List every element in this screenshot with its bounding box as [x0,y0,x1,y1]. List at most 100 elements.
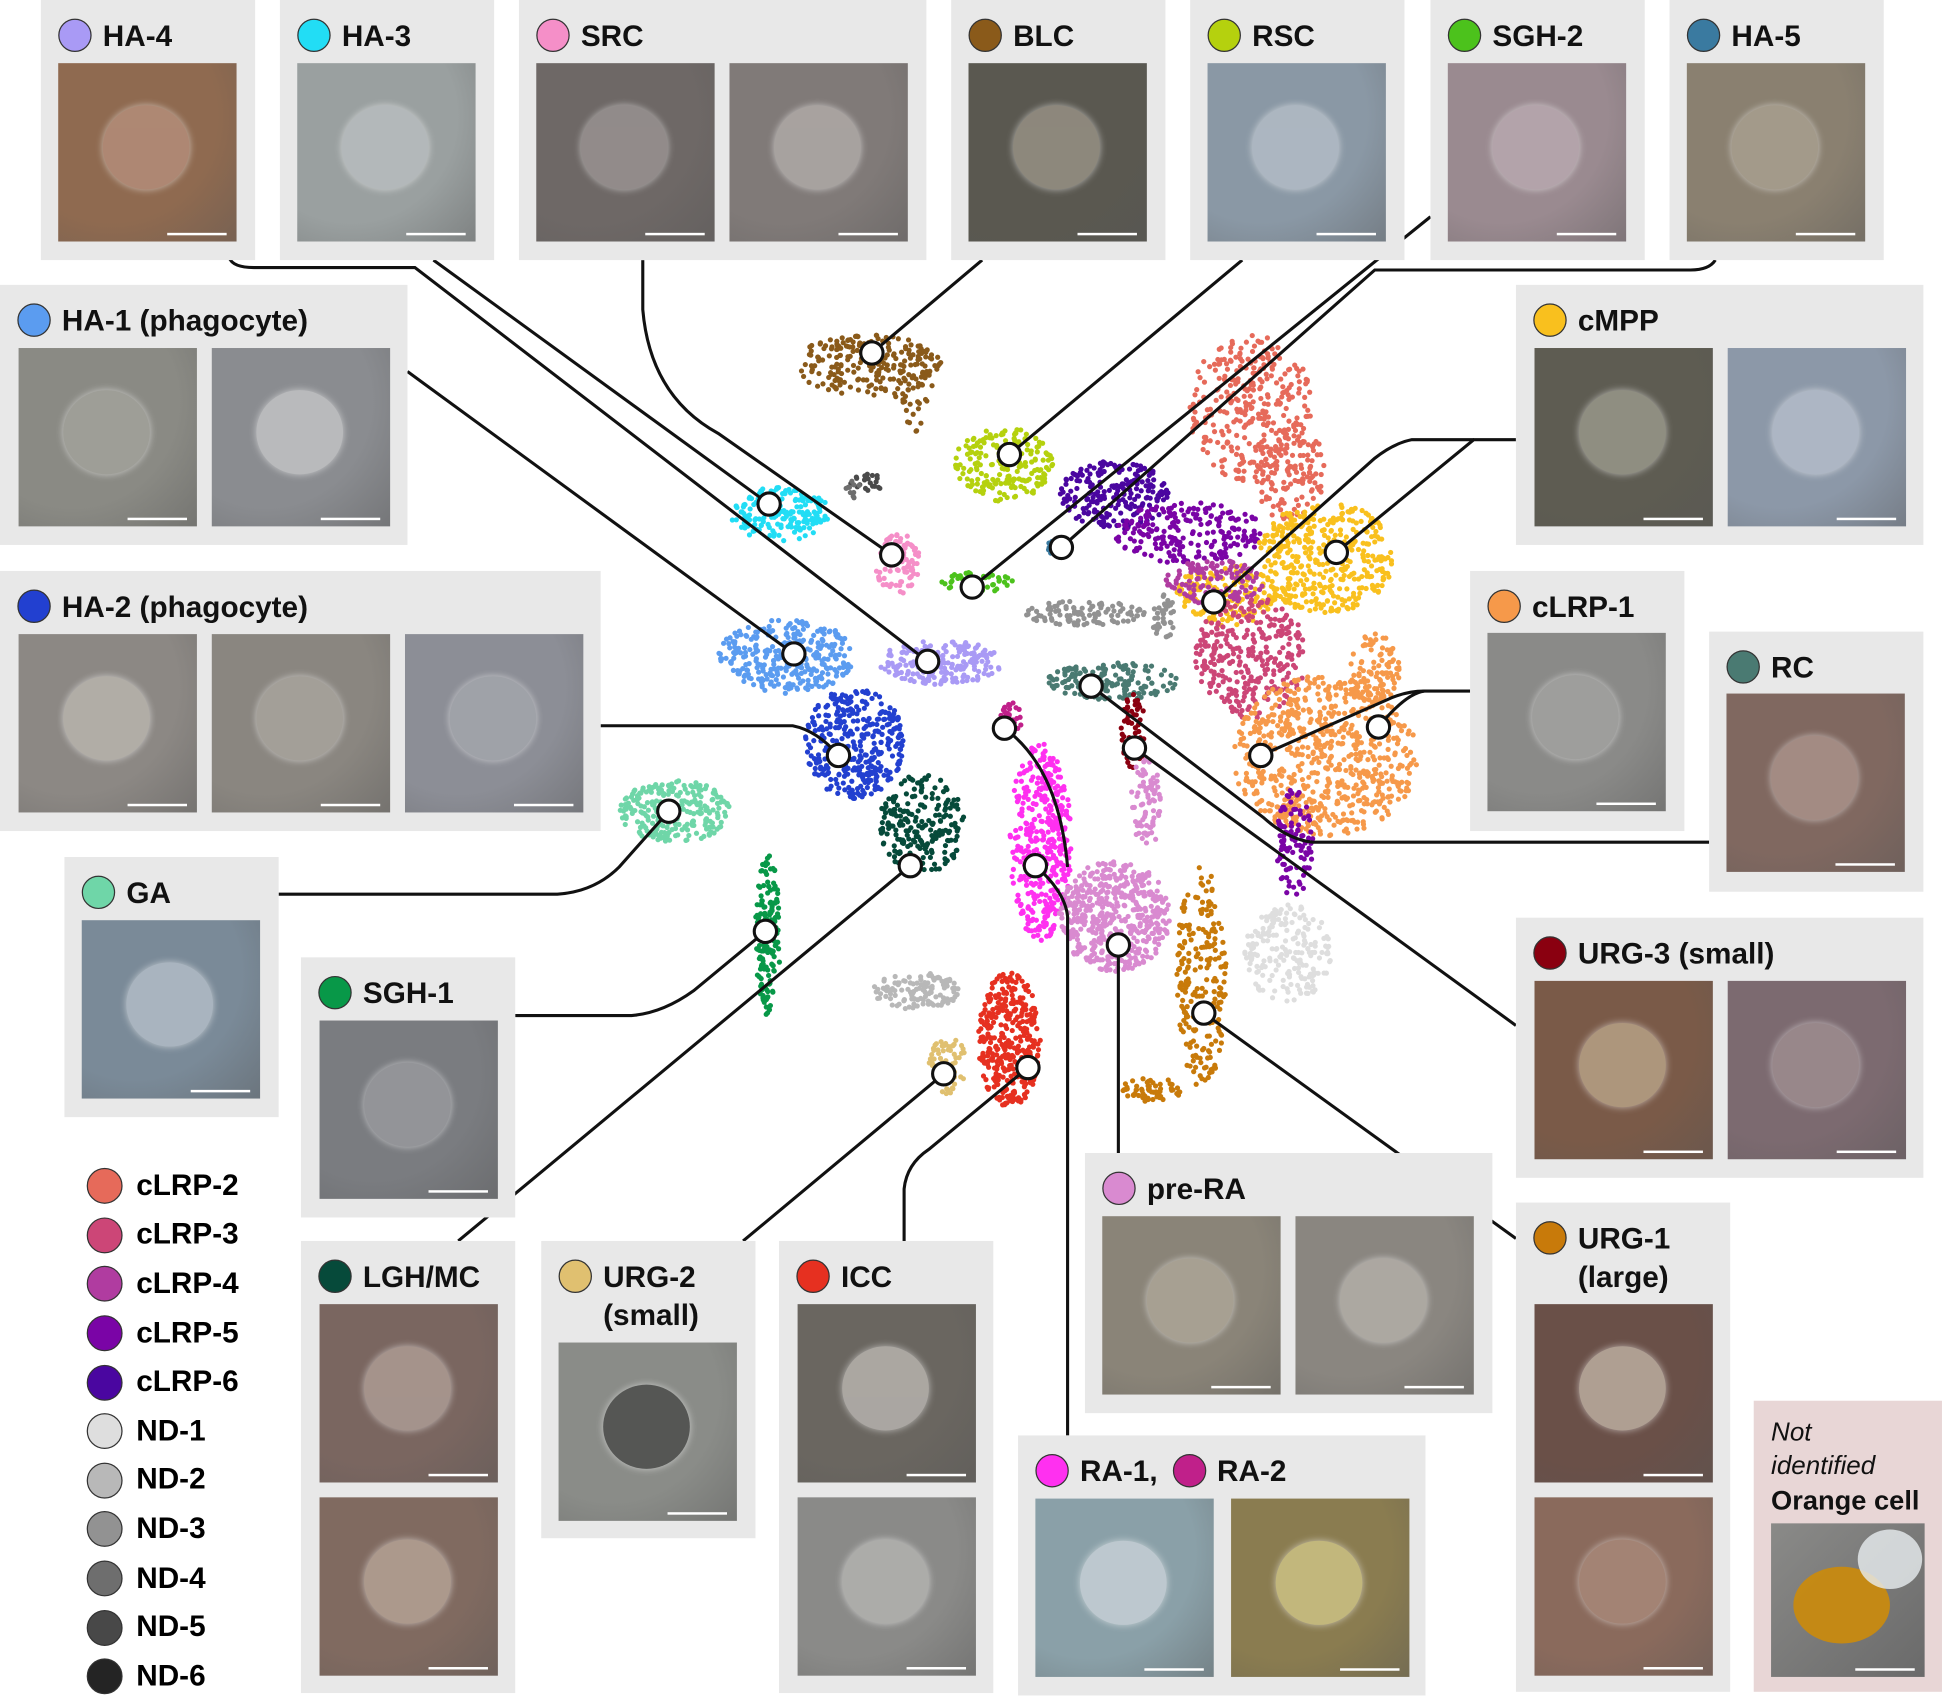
umap-point [1327,959,1333,965]
umap-point [847,489,853,496]
umap-point [1373,808,1380,814]
umap-point [1350,590,1357,596]
umap-point [828,371,834,377]
umap-point [1265,414,1272,420]
umap-point [1192,392,1198,398]
umap-point [908,574,914,580]
umap-point [1287,635,1293,642]
umap-point [1363,715,1369,721]
umap-point [1291,955,1297,961]
umap-point [845,367,851,373]
umap-point [1270,686,1276,692]
umap-point [1264,351,1271,357]
umap-point [1197,531,1203,538]
umap-point [798,665,805,671]
umap-point [893,582,899,588]
umap-point [867,480,873,486]
umap-point [872,783,878,789]
umap-point [907,677,913,684]
umap-point [809,714,816,721]
umap-point [964,476,970,482]
umap-point [661,829,668,836]
umap-point [1387,647,1394,653]
umap-point [1216,549,1223,556]
umap-point [791,529,798,535]
umap-point [1254,952,1260,958]
umap-point [1152,541,1158,547]
umap-point [859,732,865,738]
umap-point [1326,780,1333,786]
umap-point [1261,437,1267,443]
umap-point [1265,558,1271,564]
umap-point [1385,554,1391,561]
umap-point [896,751,902,757]
umap-point [1272,560,1278,566]
umap-point [1288,981,1294,988]
umap-point [1378,651,1384,657]
umap-point [1218,568,1225,575]
umap-point [842,731,848,737]
umap-point [1305,537,1311,543]
umap-point [1251,544,1258,550]
umap-point [1286,641,1292,647]
umap-point [1260,573,1266,579]
umap-point [1128,490,1134,497]
umap-point [827,724,833,730]
umap-point [913,428,919,434]
umap-point [1220,624,1226,630]
umap-point [971,666,978,672]
umap-point [1407,749,1414,755]
umap-point [1310,989,1317,995]
umap-point [1279,631,1285,637]
umap-point [1268,427,1275,433]
umap-point [1365,558,1372,565]
umap-point [1248,710,1254,716]
umap-point [1301,726,1307,732]
umap-point [1292,362,1298,368]
umap-point [1302,695,1308,701]
umap-point [806,666,812,672]
umap-point [1336,729,1342,735]
umap-point [950,654,956,660]
umap-point [857,359,863,366]
umap-point [1243,518,1249,524]
umap-point [1235,534,1241,540]
umap-point [1296,386,1302,392]
umap-point [1353,520,1359,526]
umap-point [811,632,817,638]
umap-point [1229,627,1235,633]
umap-point [846,484,853,490]
umap-point [1356,787,1362,793]
umap-point [831,643,837,649]
umap-point [1218,345,1224,351]
umap-point [817,341,823,347]
umap-point [854,347,860,353]
umap-point [973,488,979,494]
umap-point [1310,516,1317,523]
umap-point [1285,512,1292,518]
umap-point [975,476,981,482]
umap-point [839,390,845,396]
umap-point [746,675,752,681]
umap-point [734,667,741,674]
umap-point [1272,570,1278,576]
umap-point [1356,673,1362,679]
umap-point [1277,833,1283,839]
umap-point [802,502,809,508]
umap-point [857,753,863,759]
umap-point [741,654,747,660]
umap-point [1303,804,1310,810]
umap-point [1172,514,1178,521]
umap-point [802,361,808,368]
umap-point [1296,434,1302,440]
umap-point [628,806,634,812]
umap-point [1297,442,1303,448]
umap-point [1167,524,1173,530]
umap-point [1235,699,1241,705]
umap-point [856,772,862,778]
umap-point [1219,554,1225,561]
umap-point [909,557,915,564]
umap-point [1292,664,1299,671]
umap-point [942,677,948,684]
umap-point [1234,563,1240,570]
